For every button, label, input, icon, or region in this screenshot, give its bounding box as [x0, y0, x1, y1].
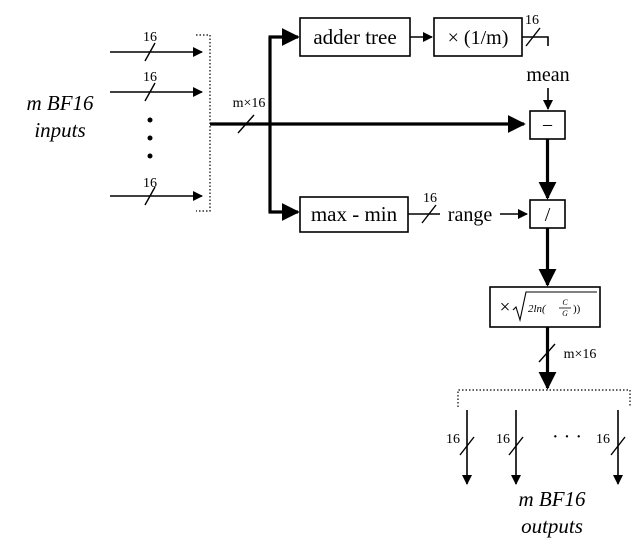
sqrt-fn-text: 2ln(: [528, 303, 547, 315]
sqrt-radical-icon: [512, 291, 597, 323]
range-width-label: 16: [423, 191, 437, 206]
adder-tree-label: adder tree: [313, 25, 396, 49]
max-min-label: max - min: [311, 202, 398, 226]
adder-tree-block: [299, 17, 411, 57]
mean-width-label: 16: [525, 13, 539, 28]
sqrt-close-text: )): [573, 303, 581, 315]
sqrt-numerator: C: [562, 298, 568, 307]
scale-block: [433, 17, 523, 57]
output-width-label-3: 16: [596, 432, 610, 447]
inputs-label-line2: inputs: [34, 118, 85, 142]
output-bus-width-slash: [538, 343, 556, 363]
input-width-label-3: 16: [143, 176, 157, 191]
subtract-block: [529, 110, 566, 140]
scale-label: × (1/m): [448, 27, 509, 49]
input-bracket: [196, 34, 211, 212]
mean-signal-line: [522, 36, 549, 46]
output-arrow-2: 16: [496, 410, 524, 485]
input-ellipsis-dots: [147, 117, 153, 159]
output-ellipsis: · · ·: [552, 426, 582, 448]
max-min-block: [299, 196, 409, 233]
mean-label: mean: [526, 64, 569, 86]
outputs-label-line1: m BF16: [518, 487, 586, 511]
sqrt-multiply-block: [489, 286, 601, 328]
divide-label: /: [545, 204, 551, 226]
input-arrow-2: 16: [110, 70, 203, 102]
range-width-slash: [421, 204, 437, 224]
main-bus-width-label: m×16: [233, 96, 266, 111]
main-bus-width-slash: [237, 114, 255, 134]
multiply-sign: ×: [500, 297, 511, 318]
output-arrow-3: 16: [596, 410, 626, 485]
outputs-label-line2: outputs: [521, 514, 583, 538]
sqrt-denominator: G: [562, 309, 568, 318]
input-arrow-1: 16: [110, 30, 203, 62]
output-arrow-1: 16: [446, 410, 475, 485]
inputs-label-line1: m BF16: [26, 91, 94, 115]
input-width-label-2: 16: [143, 70, 157, 85]
range-label: range: [448, 204, 493, 226]
output-width-label-1: 16: [446, 432, 460, 447]
output-width-label-2: 16: [496, 432, 510, 447]
output-bracket: [457, 389, 631, 407]
mean-width-slash: [525, 27, 541, 47]
output-bus-width-label: m×16: [564, 347, 597, 362]
input-width-label-1: 16: [143, 30, 157, 45]
divide-block: [529, 199, 566, 229]
input-arrow-3: 16: [110, 176, 203, 206]
subtract-label: −: [542, 115, 553, 137]
